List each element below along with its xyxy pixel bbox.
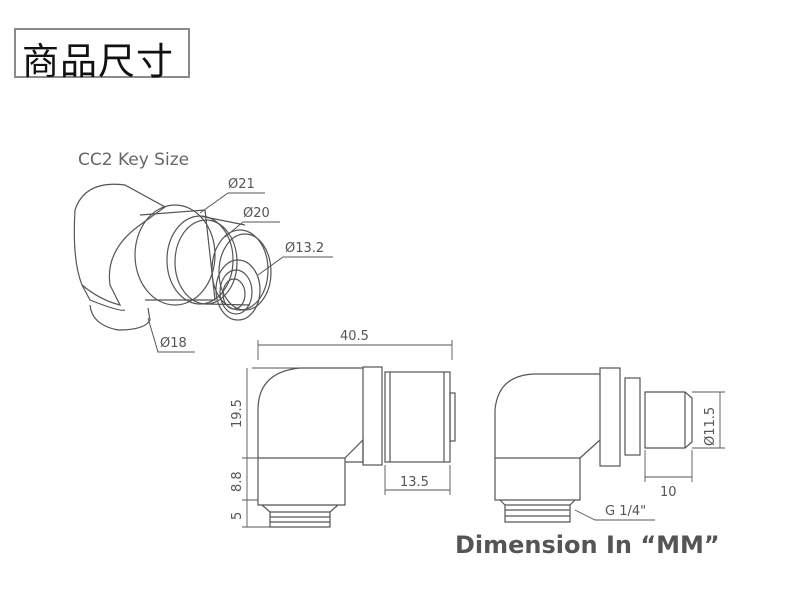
dim-overall-length: 40.5 (340, 329, 369, 344)
dim-tube-length: 10 (660, 485, 677, 500)
page-title: 商品尺寸 (22, 40, 174, 83)
title-box: 商品尺寸 (14, 28, 190, 83)
thread-spec: G 1/4" (605, 504, 647, 519)
dim-diameter-21: Ø21 (228, 177, 255, 192)
dim-tube-diameter: Ø11.5 (703, 406, 718, 446)
side-view-drawing (494, 367, 693, 523)
side-view-dimensions (574, 391, 725, 521)
units-note: Dimension In “MM” (455, 531, 720, 559)
dim-base-height: 8.8 (230, 471, 245, 492)
iso-leaders (147, 192, 333, 353)
dim-thread-height: 5 (230, 511, 245, 520)
front-view-drawing (257, 366, 456, 528)
dim-diameter-18: Ø18 (160, 336, 187, 351)
dim-nut-length: 13.5 (400, 475, 429, 490)
iso-view-drawing (73, 183, 272, 331)
dim-diameter-20: Ø20 (243, 206, 270, 221)
dim-diameter-13-2: Ø13.2 (285, 241, 325, 256)
iso-heading: CC2 Key Size (78, 150, 190, 170)
dim-body-height: 19.5 (230, 399, 245, 428)
front-view-dimensions (242, 340, 453, 528)
